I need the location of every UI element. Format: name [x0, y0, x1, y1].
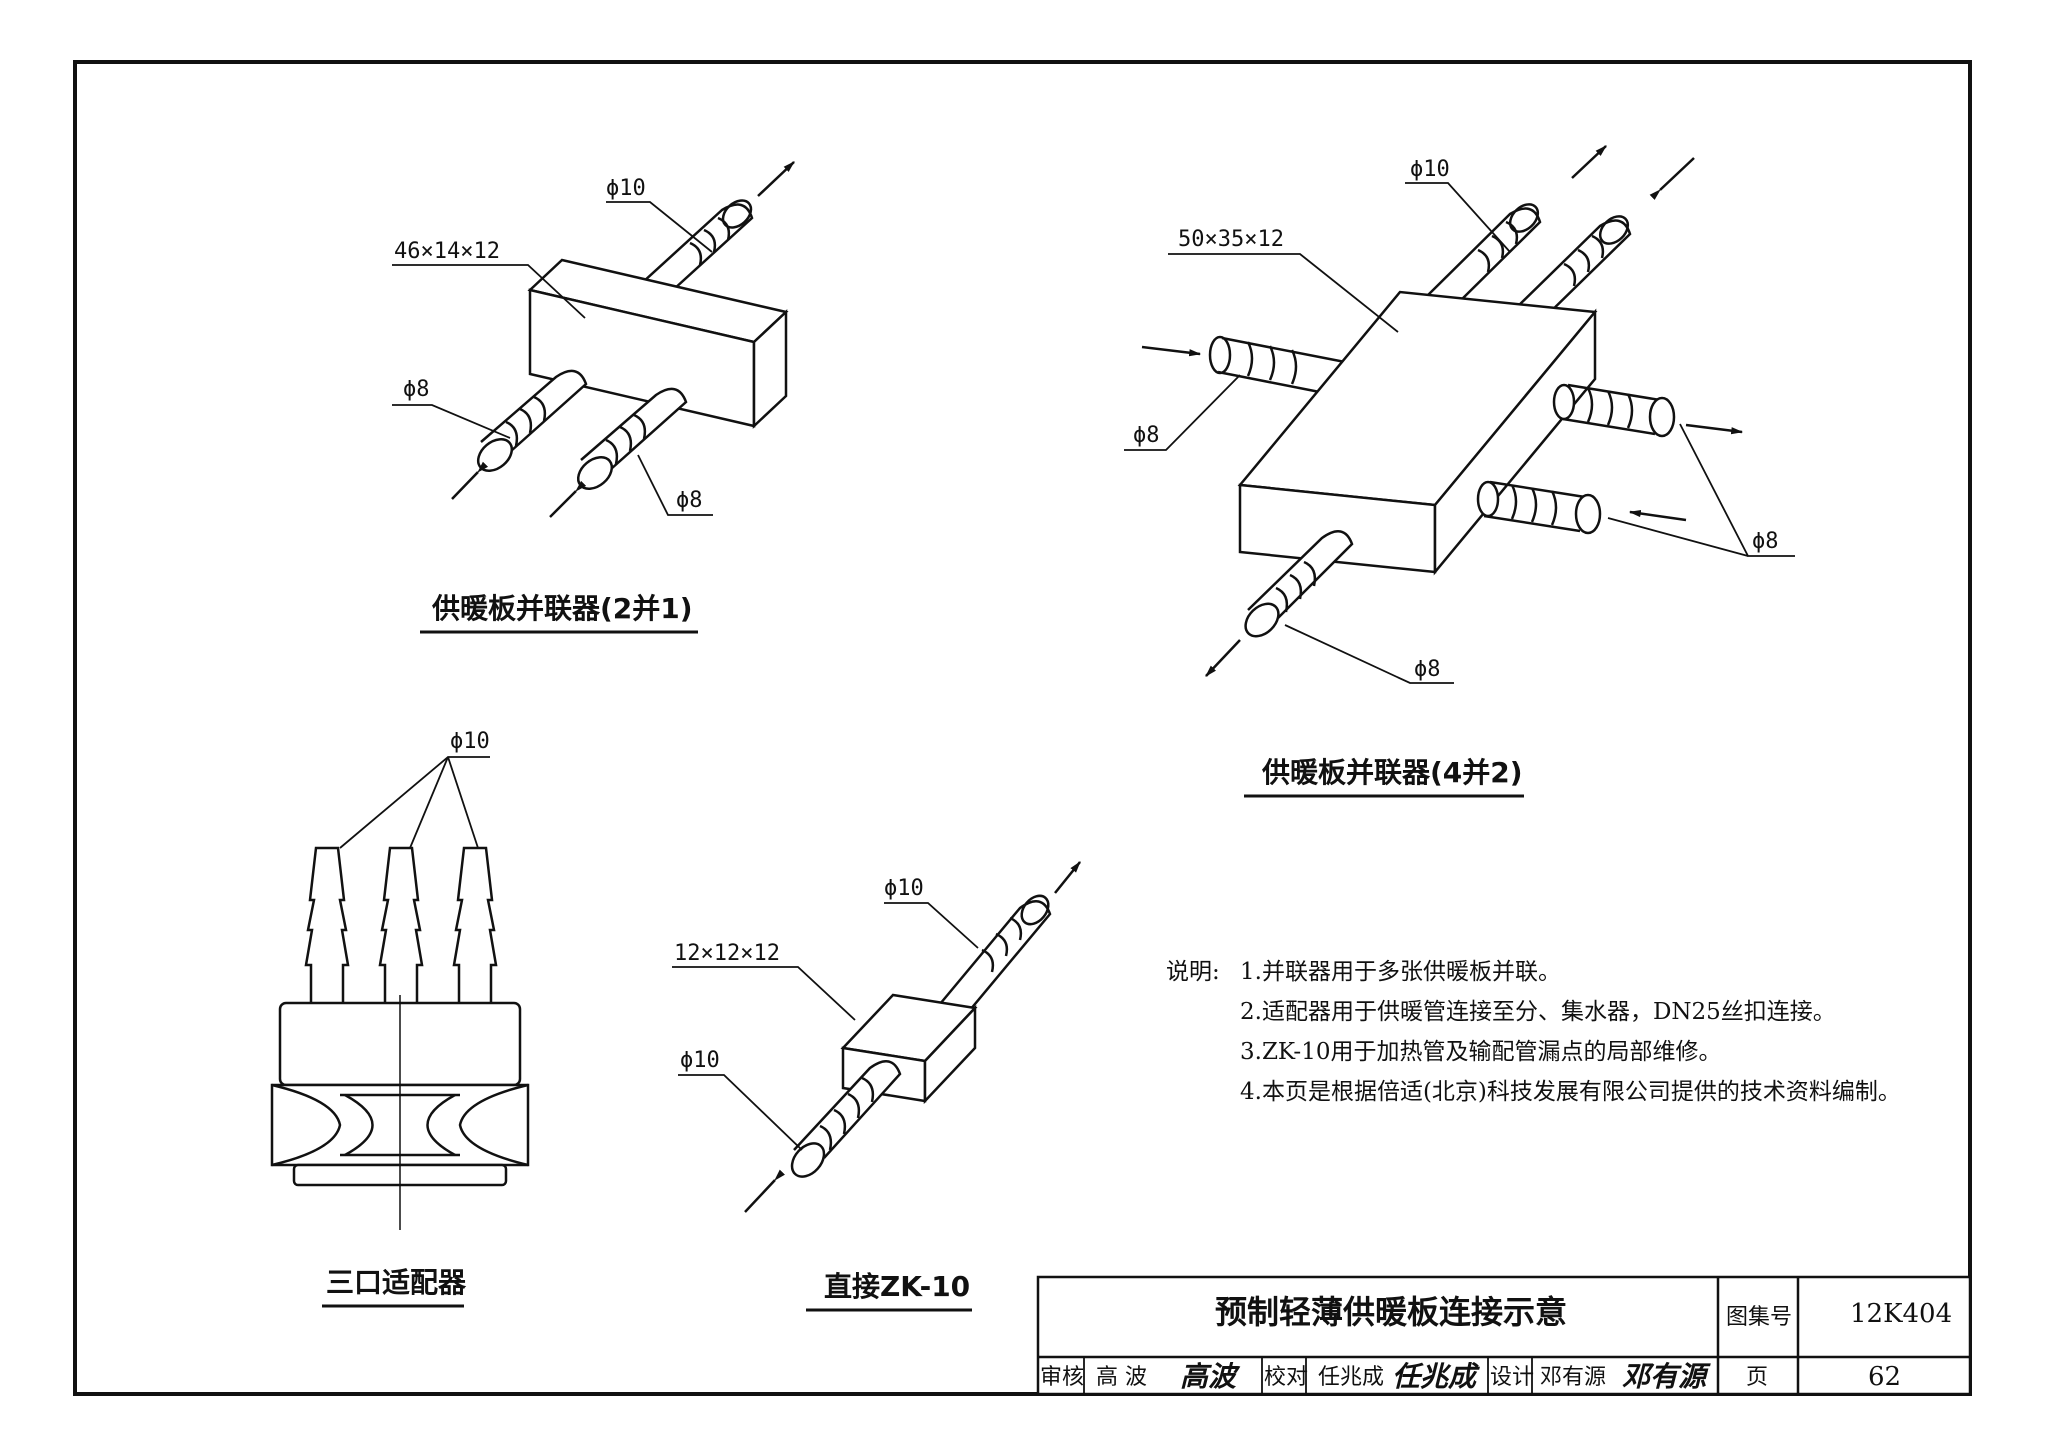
leader-lines [392, 201, 713, 516]
barb-nozzles [304, 846, 498, 1003]
dim-right-4to2: ϕ8 [1752, 529, 1779, 554]
dim-inlet-left-2to1: ϕ8 [403, 377, 430, 402]
dim-outlet-2to1: ϕ10 [606, 176, 646, 201]
page-label: 页 [1746, 1365, 1768, 1390]
inlet-pipe-left [451, 369, 588, 500]
dim-body-zk10: 12×12×12 [674, 941, 780, 966]
review-name: 高 波 [1096, 1365, 1147, 1390]
dim-inlet-right-2to1: ϕ8 [676, 488, 703, 513]
dim-bottom-zk10: ϕ10 [680, 1048, 720, 1073]
notes-prefix: 说明: [1166, 959, 1220, 985]
title-block [1036, 1275, 1972, 1396]
figure-parallel-4to2 [1124, 145, 1795, 684]
adapter-body [270, 995, 530, 1230]
note-3: 3.ZK-10用于加热管及输配管漏点的局部维修。 [1240, 1039, 1721, 1065]
dim-left-4to2: ϕ8 [1133, 423, 1160, 448]
review-signature: 高波 [1180, 1360, 1241, 1393]
outlet-pipe [631, 161, 795, 301]
caption-three-port: 三口适配器 [326, 1266, 467, 1299]
note-4: 4.本页是根据倍适(北京)科技发展有限公司提供的技术资料编制。 [1240, 1079, 1901, 1105]
dim-top-4to2: ϕ10 [1410, 157, 1450, 182]
sheet-border [73, 60, 1972, 1396]
connector-body [1237, 290, 1598, 576]
bottom-pipe [1205, 530, 1354, 677]
design-signature: 邓有源 [1622, 1360, 1711, 1393]
check-signature: 任兆成 [1392, 1360, 1480, 1393]
pipe-lower [744, 1060, 902, 1213]
notes-block: 说明: 1.并联器用于多张供暖板并联。 2.适配器用于供暖管连接至分、集水器，D… [1166, 959, 1901, 1105]
pipe-upper [929, 861, 1081, 1023]
figure-straight-zk10 [672, 861, 1081, 1213]
note-1: 1.并联器用于多张供暖板并联。 [1240, 959, 1561, 985]
leader-lines [1124, 182, 1795, 684]
page-value: 62 [1868, 1362, 1901, 1392]
left-pipe [1141, 335, 1346, 398]
check-name: 任兆成 [1318, 1365, 1384, 1390]
check-label: 校对 [1264, 1365, 1308, 1390]
caption-zk10: 直接ZK-10 [824, 1270, 970, 1303]
review-label: 审核 [1040, 1365, 1084, 1390]
inlet-pipe-right [549, 387, 688, 518]
note-2: 2.适配器用于供暖管连接至分、集水器，DN25丝扣连接。 [1240, 999, 1836, 1025]
dim-body-2to1: 46×14×12 [394, 239, 500, 264]
figure-three-port-adapter [270, 756, 530, 1230]
design-name: 邓有源 [1540, 1365, 1606, 1390]
atlas-value: 12K404 [1850, 1299, 1952, 1329]
figure-parallel-2to1 [392, 161, 795, 518]
right-pipes [1476, 383, 1744, 535]
dim-top-zk10: ϕ10 [884, 876, 924, 901]
drawing-title: 预制轻薄供暖板连接示意 [1215, 1293, 1567, 1331]
leader-lines [672, 902, 979, 1151]
dim-three-port: ϕ10 [450, 729, 490, 754]
top-pipes [1424, 145, 1695, 321]
caption-4to2: 供暖板并联器(4并2) [1261, 756, 1523, 789]
connector-body [840, 993, 978, 1105]
atlas-label: 图集号 [1726, 1305, 1792, 1330]
leader-lines [339, 756, 490, 849]
dim-bottom-4to2: ϕ8 [1414, 657, 1441, 682]
connector-body [527, 258, 789, 429]
dim-body-4to2: 50×35×12 [1178, 227, 1284, 252]
design-label: 设计 [1490, 1365, 1534, 1390]
caption-2to1: 供暖板并联器(2并1) [431, 592, 693, 625]
